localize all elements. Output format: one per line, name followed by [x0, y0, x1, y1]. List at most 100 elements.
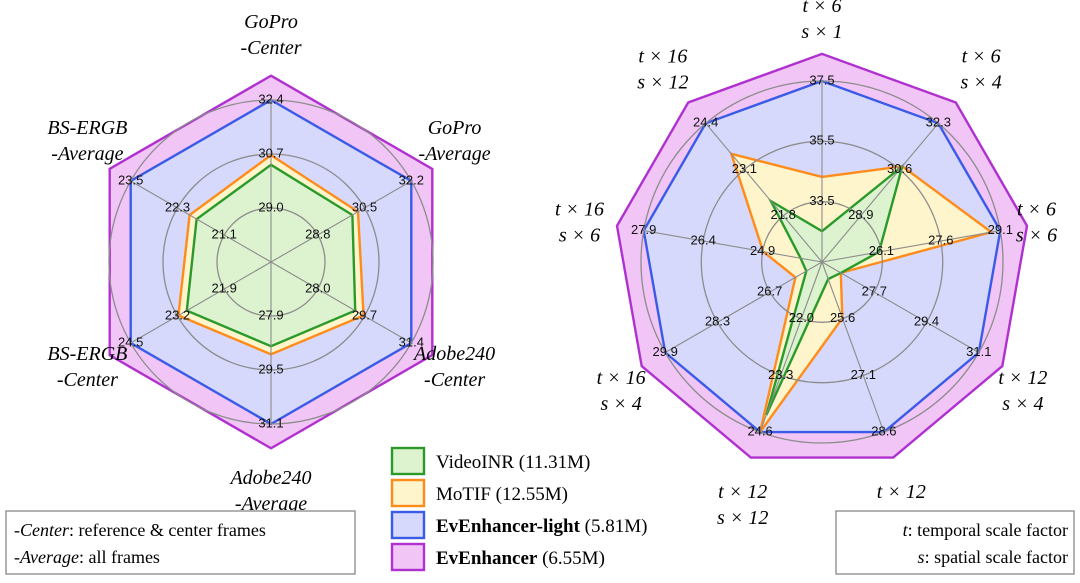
note-term-t: t [903, 520, 909, 540]
tick-label: 24.9 [750, 243, 775, 258]
tick-label: 24.5 [118, 334, 143, 349]
legend-label-evenhancer-light: EvEnhancer-light (5.81M) [436, 516, 647, 537]
note-desc-t: : temporal scale factor [908, 520, 1068, 540]
spoke-t-x-12-s-x-6 [821, 261, 885, 433]
tick-label: 31.1 [258, 415, 283, 430]
spoke-bs-ergb-average [130, 180, 272, 263]
tick-label: 32.4 [258, 91, 283, 106]
tick-label: 32.2 [399, 172, 424, 187]
tick-label: 27.6 [928, 232, 953, 247]
tick-label: 30.7 [258, 145, 283, 160]
legend-label-videoinr: VideoINR (11.31M) [436, 452, 590, 473]
tick-label: 24.6 [747, 424, 772, 439]
tick-label: 28.8 [305, 226, 330, 241]
tick-label: 29.7 [352, 307, 377, 322]
tick-label: 21.9 [212, 280, 237, 295]
tick-label: 27.1 [851, 367, 876, 382]
tick-label: 26.1 [869, 243, 894, 258]
legend-label-motif: MoTIF (12.55M) [436, 484, 568, 505]
tick-label: 21.1 [212, 226, 237, 241]
note-box-scale: t: temporal scale factor s: spatial scal… [835, 510, 1075, 575]
axis-label-bs-ergb-average: BS-ERGB-Average [47, 117, 127, 165]
note-box-frames-border [5, 510, 356, 575]
spoke-t-x-12-s-x-12 [759, 261, 823, 433]
tick-label: 30.5 [352, 199, 377, 214]
legend: VideoINR (11.31M) MoTIF (12.55M) EvEnhance… [390, 446, 647, 572]
tick-label: 23.3 [768, 367, 793, 382]
note-term-center: -Center [14, 520, 70, 540]
tick-label: 30.6 [887, 161, 912, 176]
axis-label-gopro-center: GoPro-Center [240, 11, 301, 59]
tick-label: 29.5 [258, 361, 283, 376]
tick-label: 32.3 [926, 115, 951, 130]
legend-swatch-videoinr [390, 446, 426, 476]
legend-swatch-evenhancer-light [390, 510, 426, 540]
tick-label: 21.8 [771, 207, 796, 222]
spoke-t-x-6-s-x-6 [821, 230, 1001, 263]
note-scale-line-1: t: temporal scale factor [903, 520, 1068, 540]
tick-label: 27.9 [631, 222, 656, 237]
tick-label: 31.4 [399, 334, 424, 349]
tick-label: 27.9 [258, 307, 283, 322]
note-term-average: -Average [14, 547, 79, 567]
tick-label: 37.5 [809, 72, 834, 87]
note-desc-center: : reference & center frames [69, 520, 266, 540]
tick-label: 26.4 [691, 232, 716, 247]
spoke-gopro-average [270, 180, 412, 263]
tick-label: 22.3 [165, 199, 190, 214]
legend-swatch-evenhancer [390, 542, 426, 572]
tick-label: 22.0 [789, 310, 814, 325]
radar-chart-datasets: 29.0 30.7 32.4 28.8 30.5 32.2 28.0 29.7 31.4 27.9… [47, 11, 495, 515]
tick-label: 29.1 [988, 222, 1013, 237]
note-term-s: s [918, 547, 925, 567]
note-frames-line-1: -Center: reference & center frames [14, 520, 266, 540]
note-desc-average: : all frames [79, 547, 160, 567]
spoke-t-x-6-s-x-4 [821, 122, 939, 263]
tick-label: 23.1 [732, 161, 757, 176]
tick-label: 29.4 [914, 314, 939, 329]
axis-label-adobe240-center: Adobe240-Center [412, 343, 495, 391]
legend-swatch-motif [390, 478, 426, 508]
axis-label-gopro-average: GoPro-Average [419, 117, 491, 165]
tick-label: 33.5 [809, 193, 834, 208]
radar-chart-scale-factors: 33.5 35.5 37.5 28.9 30.6 32.3 26.1 27.6 29.1 27.7… [555, 0, 1057, 529]
tick-label: 29.0 [258, 199, 283, 214]
note-desc-s: : spatial scale factor [925, 547, 1068, 567]
spoke-t-x-16-s-x-6 [643, 230, 823, 263]
note-scale-line-2: s: spatial scale factor [918, 547, 1068, 567]
note-box-frames: -Center: reference & center frames -Aver… [5, 510, 356, 575]
series-videoinr [765, 163, 905, 416]
tick-label: 28.9 [848, 207, 873, 222]
tick-label: 27.7 [862, 284, 887, 299]
tick-label: 24.4 [693, 115, 718, 130]
spoke-bs-ergb-center [130, 261, 272, 344]
legend-label-evenhancer: EvEnhancer (6.55M) [436, 548, 605, 569]
tick-label: 29.9 [653, 344, 678, 359]
tick-label: 23.5 [118, 172, 143, 187]
axis-label-adobe240-average: Adobe240-Average [228, 467, 311, 515]
tick-label: 28.0 [305, 280, 330, 295]
tick-label: 25.6 [830, 310, 855, 325]
spoke-t-x-16-s-x-4 [664, 261, 823, 353]
spoke-adobe240-center [270, 261, 412, 344]
tick-label: 26.7 [757, 284, 782, 299]
tick-label: 28.3 [705, 314, 730, 329]
axis-label-bs-ergb-center: BS-ERGB-Center [47, 343, 127, 391]
spoke-t-x-12-s-x-4 [821, 261, 980, 353]
tick-label: 35.5 [809, 133, 834, 148]
note-box-scale-border [835, 510, 1075, 575]
tick-label: 23.2 [165, 307, 190, 322]
spoke-t-x-16-s-x-12 [705, 122, 823, 263]
tick-label: 28.6 [871, 424, 896, 439]
tick-label: 31.1 [966, 344, 991, 359]
note-frames-line-2: -Average: all frames [14, 547, 160, 567]
